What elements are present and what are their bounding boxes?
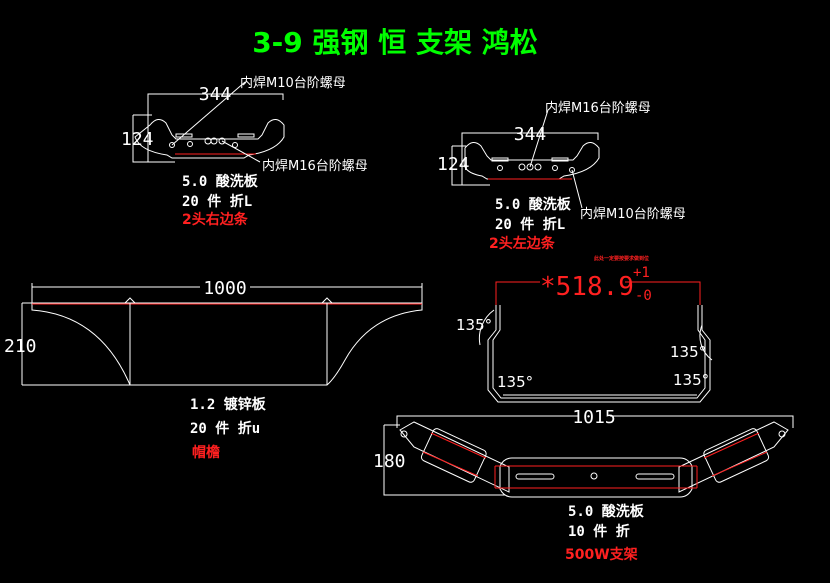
part-name: 2头左边条: [489, 235, 556, 252]
dim-width: 1000: [203, 278, 246, 299]
material-label: 5.0 酸洗板: [182, 173, 259, 190]
callout-m10: 内焊M10台阶螺母: [240, 75, 346, 91]
angle-bottom-right: 135°: [673, 371, 709, 389]
dim-width: 1015: [572, 407, 615, 428]
dim-width: 344: [199, 84, 232, 105]
dim-height: 124: [437, 154, 470, 175]
angle-top-left: 135°: [456, 316, 492, 334]
part-name: 500W支架: [565, 546, 638, 563]
tolerance-minus: -0: [635, 288, 652, 304]
part-name: 帽檐: [192, 444, 220, 461]
quantity-label: 20 件 折L: [495, 216, 565, 233]
note: 此处一定要按要求做到位: [594, 255, 649, 262]
part-outline: [463, 142, 600, 180]
callout-m10: 内焊M10台阶螺母: [580, 206, 686, 222]
drawing-title: 3-9 强钢 恒 支架 鸿松: [252, 26, 538, 59]
dimension-lines: [383, 415, 794, 496]
quantity-label: 20 件 折L: [182, 193, 252, 210]
dimension-line: [495, 281, 701, 305]
dimension-lines: [451, 132, 599, 186]
angle-bottom-left: 135°: [497, 373, 533, 391]
dimension-lines: [132, 93, 284, 163]
dim-height: 124: [121, 129, 154, 150]
callout-m16: 内焊M16台阶螺母: [545, 100, 651, 116]
material-label: 5.0 酸洗板: [568, 503, 645, 520]
center-plate: [499, 457, 693, 498]
tolerance-plus: +1: [633, 265, 650, 281]
right-arm: [678, 421, 789, 493]
quantity-label: 10 件 折: [568, 523, 630, 540]
part-u-bracket: *518.9 +1 -0 此处一定要按要求做到位 135° 135° 135° …: [456, 255, 713, 403]
dim-width: *518.9: [540, 272, 634, 302]
dim-height: 180: [373, 451, 406, 472]
left-arm: [399, 421, 510, 493]
part-outline: [487, 305, 711, 403]
part-left-strip: 344 124 内焊M16台阶螺母 内焊M10台阶螺母 5.0 酸洗板 20 件…: [437, 100, 686, 252]
part-outline: [134, 119, 285, 159]
part-outline: [31, 302, 423, 386]
part-name: 2头右边条: [182, 211, 249, 228]
part-right-strip: 344 124 内焊M10台阶螺母 内焊M16台阶螺母 5.0 酸洗板 20 件…: [121, 75, 368, 228]
dim-width: 344: [514, 124, 547, 145]
material-label: 5.0 酸洗板: [495, 196, 572, 213]
dimension-lines: [21, 283, 423, 386]
part-500w-bracket: 1015 180 5.0 酸洗板 10 件 折 500W支架: [373, 407, 794, 563]
dim-height: 210: [4, 336, 37, 357]
callout-m16: 内焊M16台阶螺母: [262, 158, 368, 174]
part-brim: 1000 210 1.2 镀锌板 20 件 折u 帽檐: [4, 278, 423, 461]
quantity-label: 20 件 折u: [190, 420, 260, 437]
angle-top-right: 135°: [670, 343, 706, 361]
material-label: 1.2 镀锌板: [190, 396, 267, 413]
